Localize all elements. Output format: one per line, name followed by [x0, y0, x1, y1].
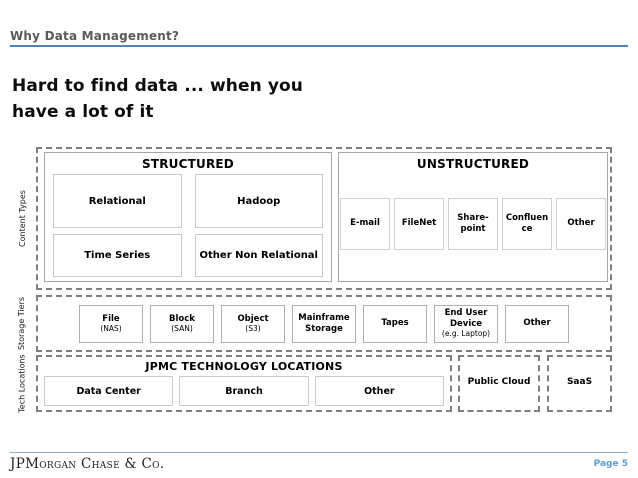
- jpmc-locations-title: JPMC TECHNOLOGY LOCATIONS: [145, 360, 343, 373]
- unstructured-title: UNSTRUCTURED: [416, 157, 530, 171]
- saas-label: SaaS: [566, 376, 593, 387]
- location-item-other: Other: [314, 376, 444, 406]
- unstructured-item-sharepoint: Share- point: [448, 198, 498, 250]
- structured-item-time-series: Time Series: [53, 234, 182, 277]
- storage-item-title: File: [102, 313, 120, 324]
- location-item-data-center: Data Center: [44, 376, 174, 406]
- unstructured-item-other: Other: [556, 198, 606, 250]
- unstructured-row: E-mail FileNet Share- point Confluen ce …: [339, 198, 607, 250]
- location-item-branch: Branch: [179, 376, 309, 406]
- storage-item-other: Other: [505, 304, 569, 343]
- storage-item-tapes: Tapes: [363, 304, 427, 343]
- row-label-wrap: Storage Tiers: [12, 293, 32, 353]
- storage-item-subtitle: (SAN): [171, 324, 193, 334]
- row-label-wrap: Tech Locations: [12, 353, 32, 413]
- structured-item-other-non-relational: Other Non Relational: [194, 234, 323, 277]
- jpmc-technology-locations-container: JPMC TECHNOLOGY LOCATIONS Data Center Br…: [36, 355, 452, 412]
- unstructured-item-filenet: FileNet: [394, 198, 444, 250]
- unstructured-group: UNSTRUCTURED E-mail FileNet Share- point…: [338, 152, 608, 282]
- storage-item-subtitle: (S3): [245, 324, 261, 334]
- storage-item-title: Block: [169, 313, 195, 324]
- structured-item-hadoop: Hadoop: [194, 174, 323, 228]
- axis-label-content-types: Content Types: [17, 190, 27, 247]
- storage-item-title: Object: [237, 313, 269, 324]
- structured-item-relational: Relational: [53, 174, 182, 228]
- footer-divider: [10, 452, 628, 453]
- storage-item-object-s3: Object (S3): [221, 304, 285, 343]
- storage-item-subtitle: (NAS): [100, 324, 122, 334]
- axis-label-tech-locations: Tech Locations: [17, 353, 27, 413]
- page-number: Page 5: [593, 459, 628, 469]
- unstructured-item-confluence: Confluen ce: [502, 198, 552, 250]
- row-label-wrap: Content Types: [12, 147, 32, 290]
- public-cloud-container: Public Cloud: [458, 355, 540, 412]
- structured-group: STRUCTURED Relational Hadoop Time Series…: [44, 152, 332, 282]
- storage-item-title: Tapes: [381, 318, 409, 329]
- unstructured-item-email: E-mail: [340, 198, 390, 250]
- jpmorgan-chase-logo: JPMorgan Chase & Co.: [10, 456, 165, 472]
- saas-container: SaaS: [547, 355, 612, 412]
- public-cloud-label: Public Cloud: [467, 376, 531, 387]
- storage-tiers-container: File (NAS) Block (SAN) Object (S3) Mainf…: [36, 295, 612, 352]
- storage-item-title: End User Device: [444, 308, 488, 329]
- headline: Hard to find data ... when you have a lo…: [12, 76, 303, 122]
- content-types-container: STRUCTURED Relational Hadoop Time Series…: [36, 147, 612, 290]
- storage-item-block-san: Block (SAN): [150, 304, 214, 343]
- storage-item-file-nas: File (NAS): [79, 304, 143, 343]
- axis-label-storage-tiers: Storage Tiers: [17, 296, 27, 350]
- structured-grid: Relational Hadoop Time Series Other Non …: [53, 174, 323, 277]
- storage-item-subtitle: (e.g. Laptop): [441, 329, 491, 339]
- slide-title: Why Data Management?: [10, 29, 180, 43]
- structured-title: STRUCTURED: [142, 157, 234, 171]
- storage-item-end-user-device: End User Device (e.g. Laptop): [434, 304, 498, 343]
- jpmc-locations-row: Data Center Branch Other: [44, 376, 444, 406]
- storage-item-mainframe-storage: Mainframe Storage: [292, 304, 356, 343]
- storage-item-title: Mainframe Storage: [298, 312, 350, 334]
- storage-item-title: Other: [523, 318, 551, 329]
- title-underline: [10, 45, 628, 47]
